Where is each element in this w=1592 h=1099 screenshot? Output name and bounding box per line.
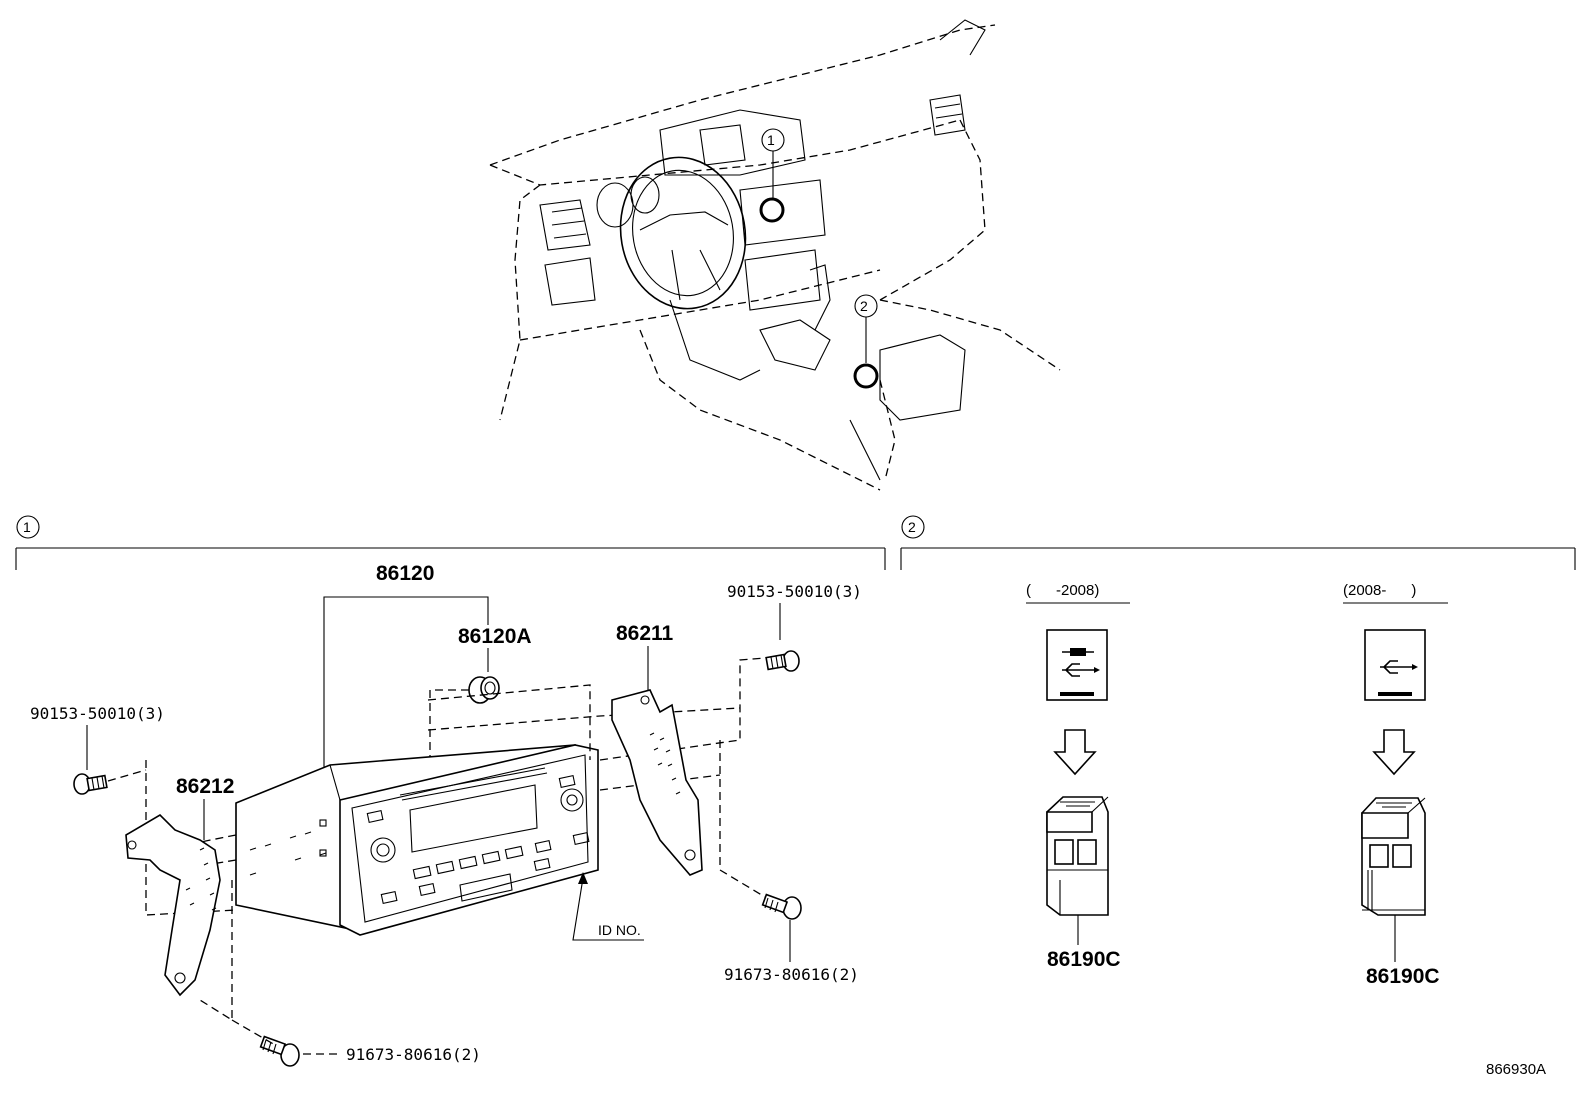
label-86211: 86211 [616, 622, 674, 645]
down-arrow-icon [1053, 729, 1097, 776]
label-86212: 86212 [176, 775, 234, 798]
usb-face-new [1364, 629, 1426, 701]
diagram-code: 866930A [1486, 1061, 1546, 1078]
range-old: ( -2008) [1026, 582, 1099, 599]
callout-1-label: 1 [767, 132, 775, 148]
section-2-marker: 2 [908, 519, 916, 535]
screw-bottom-right [761, 893, 802, 920]
label-usb-jack-old: 86190C [1047, 948, 1121, 971]
audio-assembly: 86120 86120A [30, 562, 862, 1067]
screw-bottom-left [259, 1035, 300, 1067]
down-arrow-icon [1372, 729, 1416, 776]
bracket-right [611, 689, 703, 876]
label-id-no: ID NO. [598, 922, 641, 938]
usb-old-column: ( -2008) 86190C [1026, 582, 1130, 971]
screw-top-left [73, 773, 108, 795]
audio-unit-body [235, 744, 599, 936]
label-86120a: 86120A [458, 625, 532, 648]
bracket-left [125, 813, 221, 997]
screw-top-right [765, 650, 800, 672]
usb-face-old [1046, 629, 1108, 701]
usb-jack-new [1361, 797, 1426, 916]
label-screw-bottom-right: 91673-80616(2) [724, 965, 859, 984]
section-2-header: 2 [900, 515, 1576, 570]
label-usb-jack-new: 86190C [1366, 965, 1440, 988]
label-screw-top-left: 90153-50010(3) [30, 704, 165, 723]
callout-2-label: 2 [860, 298, 868, 314]
label-screw-bottom-left: 91673-80616(2) [346, 1045, 481, 1064]
range-new: (2008- ) [1343, 582, 1416, 599]
dashboard-illustration: 1 2 [489, 19, 1061, 491]
label-86120: 86120 [376, 562, 434, 585]
usb-symbol-icon [1412, 664, 1418, 670]
label-screw-top-right: 90153-50010(3) [727, 582, 862, 601]
usb-symbol-icon [1094, 667, 1100, 673]
section-1-marker: 1 [23, 519, 31, 535]
section-1-header: 1 [15, 515, 886, 570]
usb-jack-old [1046, 796, 1109, 916]
knob-part [468, 676, 500, 704]
usb-new-column: (2008- ) 86190C [1343, 582, 1448, 988]
